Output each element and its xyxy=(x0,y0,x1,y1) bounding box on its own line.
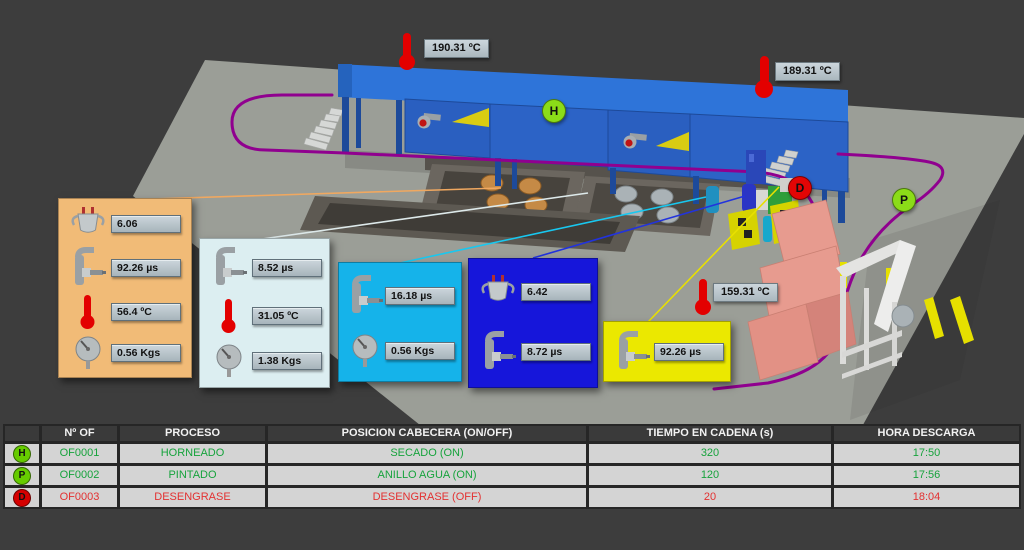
burner-fan-icon xyxy=(623,132,689,151)
cell-tiempo[interactable]: 20 xyxy=(589,488,831,507)
cell-posicion[interactable]: ANILLO AGUA (ON) xyxy=(268,466,586,485)
sensor-panel-2[interactable]: 8.52 µs 31.05 ºC 1.38 Kgs xyxy=(199,238,330,388)
cell-hora[interactable]: 17:50 xyxy=(834,444,1019,463)
row-badge[interactable]: H xyxy=(5,444,39,463)
reading-weight: 1.38 Kgs xyxy=(206,343,323,379)
reading-conductivity: 16.18 µs xyxy=(345,275,455,317)
cell-proceso[interactable]: PINTADO xyxy=(120,466,265,485)
conductivity-value: 8.52 µs xyxy=(252,259,322,278)
cell-tiempo[interactable]: 120 xyxy=(589,466,831,485)
leader-lines xyxy=(149,186,780,323)
cell-hora[interactable]: 18:04 xyxy=(834,488,1019,507)
process-badge: P xyxy=(13,466,31,485)
sensor-panel-5[interactable]: 92.26 µs xyxy=(603,321,731,382)
cell-posicion[interactable]: DESENGRASE (OFF) xyxy=(268,488,586,507)
marker-horneado[interactable]: H xyxy=(542,99,566,123)
reading-conductivity: 92.26 µs xyxy=(610,330,724,373)
cell-of[interactable]: OF0002 xyxy=(42,466,117,485)
header-badge xyxy=(5,426,39,441)
weight-value: 0.56 Kgs xyxy=(111,343,181,362)
conductivity-value: 92.26 µs xyxy=(111,258,181,277)
ph-value: 6.42 xyxy=(521,282,591,301)
conductivity-value: 8.72 µs xyxy=(521,342,591,361)
cell-of[interactable]: OF0003 xyxy=(42,488,117,507)
ph-sensor-icon xyxy=(475,274,521,310)
marker-pintado[interactable]: P xyxy=(892,188,916,212)
weight-value: 1.38 Kgs xyxy=(252,351,322,370)
temperature-value: 56.4 ºC xyxy=(111,302,181,321)
stairs-left xyxy=(303,107,344,151)
temperature-sensor-icon xyxy=(206,298,252,334)
header-of: Nº OF xyxy=(42,426,117,441)
header-proceso: PROCESO xyxy=(120,426,265,441)
burner-fan-icon xyxy=(417,108,489,129)
reading-temperature: 56.4 ºC xyxy=(65,294,185,330)
cell-proceso[interactable]: HORNEADO xyxy=(120,444,265,463)
weight-value: 0.56 Kgs xyxy=(385,342,455,360)
oven-3d xyxy=(338,64,849,223)
header-posicion: POSICION CABECERA (ON/OFF) xyxy=(268,426,586,441)
conductivity-value: 92.26 µs xyxy=(654,342,724,361)
cell-hora[interactable]: 17:56 xyxy=(834,466,1019,485)
conductivity-sensor-icon xyxy=(206,247,252,289)
orders-table: Nº OF PROCESO POSICION CABECERA (ON/OFF)… xyxy=(3,424,1021,509)
row-badge[interactable]: P xyxy=(5,466,39,485)
oven-inlet-temp-label: 190.31 ºC xyxy=(424,39,489,58)
cell-posicion[interactable]: SECADO (ON) xyxy=(268,444,586,463)
oven-outlet-temp-label: 189.31 ºC xyxy=(775,62,840,81)
header-hora: HORA DESCARGA xyxy=(834,426,1019,441)
reading-weight: 0.56 Kgs xyxy=(345,333,455,369)
reading-conductivity: 92.26 µs xyxy=(65,246,185,289)
thermometer-icon xyxy=(755,56,773,98)
conductivity-sensor-icon xyxy=(345,275,385,317)
ph-sensor-icon xyxy=(65,206,111,242)
reading-ph: 6.42 xyxy=(475,274,591,310)
reading-weight: 0.56 Kgs xyxy=(65,335,185,371)
reading-conductivity: 8.72 µs xyxy=(475,330,591,373)
temperature-value: 31.05 ºC xyxy=(252,306,322,325)
cell-tiempo[interactable]: 320 xyxy=(589,444,831,463)
temperature-sensor-icon xyxy=(65,294,111,330)
cell-of[interactable]: OF0001 xyxy=(42,444,117,463)
reading-ph: 6.06 xyxy=(65,206,185,242)
weight-gauge-icon xyxy=(206,343,252,379)
header-tiempo: TIEMPO EN CADENA (s) xyxy=(589,426,831,441)
thermometer-icon xyxy=(695,279,711,315)
reading-temperature: 31.05 ºC xyxy=(206,298,323,334)
conductivity-sensor-icon xyxy=(610,330,654,373)
thermometer-icon xyxy=(399,33,415,70)
dryer-temp-label: 159.31 ºC xyxy=(713,283,778,302)
sensor-panel-3[interactable]: 16.18 µs 0.56 Kgs xyxy=(338,262,462,382)
sensor-panel-1[interactable]: 6.06 92.26 µs 56.4 ºC 0.56 Kgs xyxy=(58,198,192,378)
weight-gauge-icon xyxy=(345,333,385,369)
ph-value: 6.06 xyxy=(111,214,181,233)
reading-conductivity: 8.52 µs xyxy=(206,247,323,289)
cell-proceso[interactable]: DESENGRASE xyxy=(120,488,265,507)
unload-machine xyxy=(836,240,974,379)
sensor-panel-4[interactable]: 6.42 8.72 µs xyxy=(468,258,598,388)
conductivity-sensor-icon xyxy=(475,330,521,373)
conductivity-value: 16.18 µs xyxy=(385,287,455,305)
process-badge: D xyxy=(13,488,31,507)
weight-gauge-icon xyxy=(65,335,111,371)
process-badge: H xyxy=(13,444,31,463)
marker-desengrase[interactable]: D xyxy=(788,176,812,200)
row-badge[interactable]: D xyxy=(5,488,39,507)
conductivity-sensor-icon xyxy=(65,246,111,289)
